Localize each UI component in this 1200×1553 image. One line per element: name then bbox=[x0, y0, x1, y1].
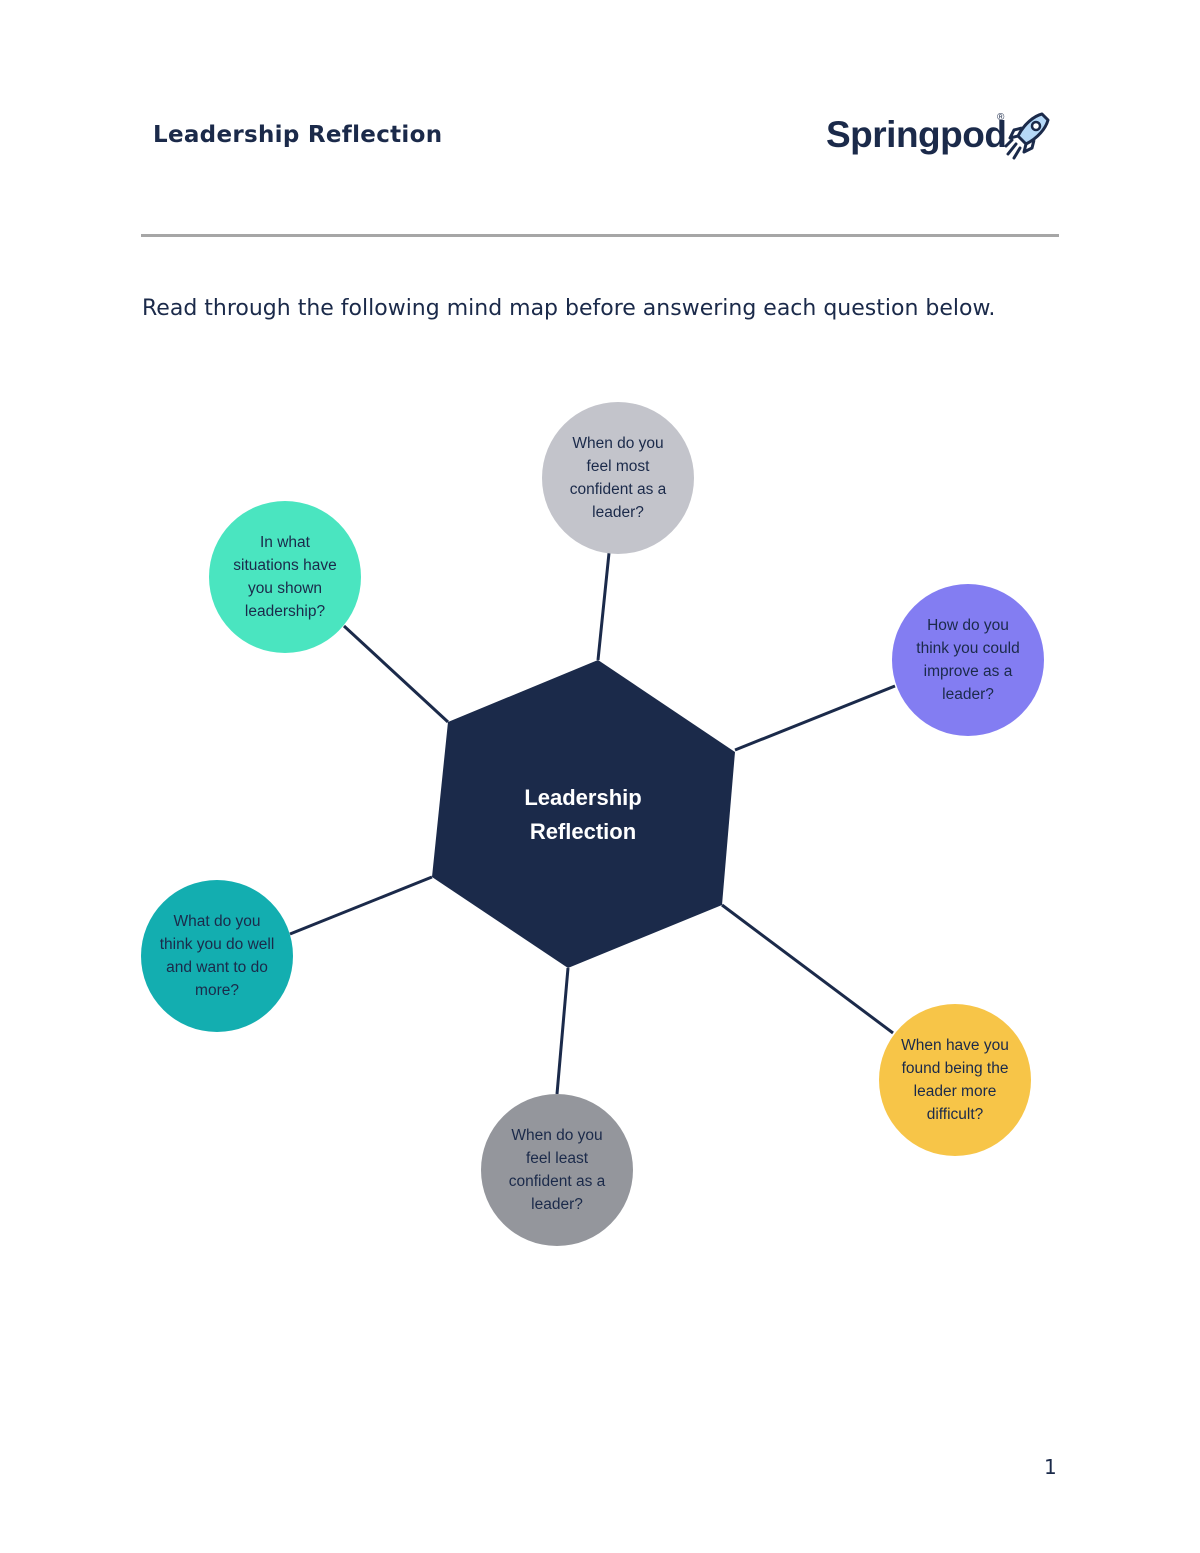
center-label: Leadership Reflection bbox=[524, 785, 642, 844]
rocket-icon bbox=[1004, 112, 1050, 160]
registered-mark: ® bbox=[997, 112, 1005, 123]
question-confident: When do you feel most confident as a lea… bbox=[569, 435, 667, 521]
question-bubble bbox=[892, 584, 1044, 736]
question-least-confident: When do you feel least confident as a le… bbox=[508, 1127, 606, 1213]
page-number: 1 bbox=[1044, 1455, 1057, 1479]
question-bubble bbox=[542, 402, 694, 554]
question-improve: How do you think you could improve as a … bbox=[916, 617, 1020, 703]
question-bubble bbox=[209, 501, 361, 653]
center-hexagon bbox=[432, 660, 735, 968]
connector-line bbox=[596, 552, 611, 661]
question-difficult: When have you found being the leader mor… bbox=[901, 1037, 1009, 1123]
logo-text: Springpod bbox=[826, 114, 1007, 155]
question-do-well: What do you think you do well and want t… bbox=[159, 913, 275, 999]
connector-line bbox=[289, 875, 433, 936]
question-bubble bbox=[481, 1094, 633, 1246]
connector-line bbox=[734, 684, 896, 752]
connector-line bbox=[342, 624, 450, 724]
instructions: Read through the following mind map befo… bbox=[142, 296, 996, 321]
connector-line bbox=[555, 967, 570, 1095]
header-divider bbox=[141, 234, 1059, 237]
question-bubble bbox=[879, 1004, 1031, 1156]
connector-lines bbox=[289, 552, 896, 1095]
question-situations: In what situations have you shown leader… bbox=[233, 534, 337, 620]
question-bubble bbox=[141, 880, 293, 1032]
document-title: Leadership Reflection bbox=[153, 122, 443, 148]
connector-line bbox=[721, 903, 894, 1035]
